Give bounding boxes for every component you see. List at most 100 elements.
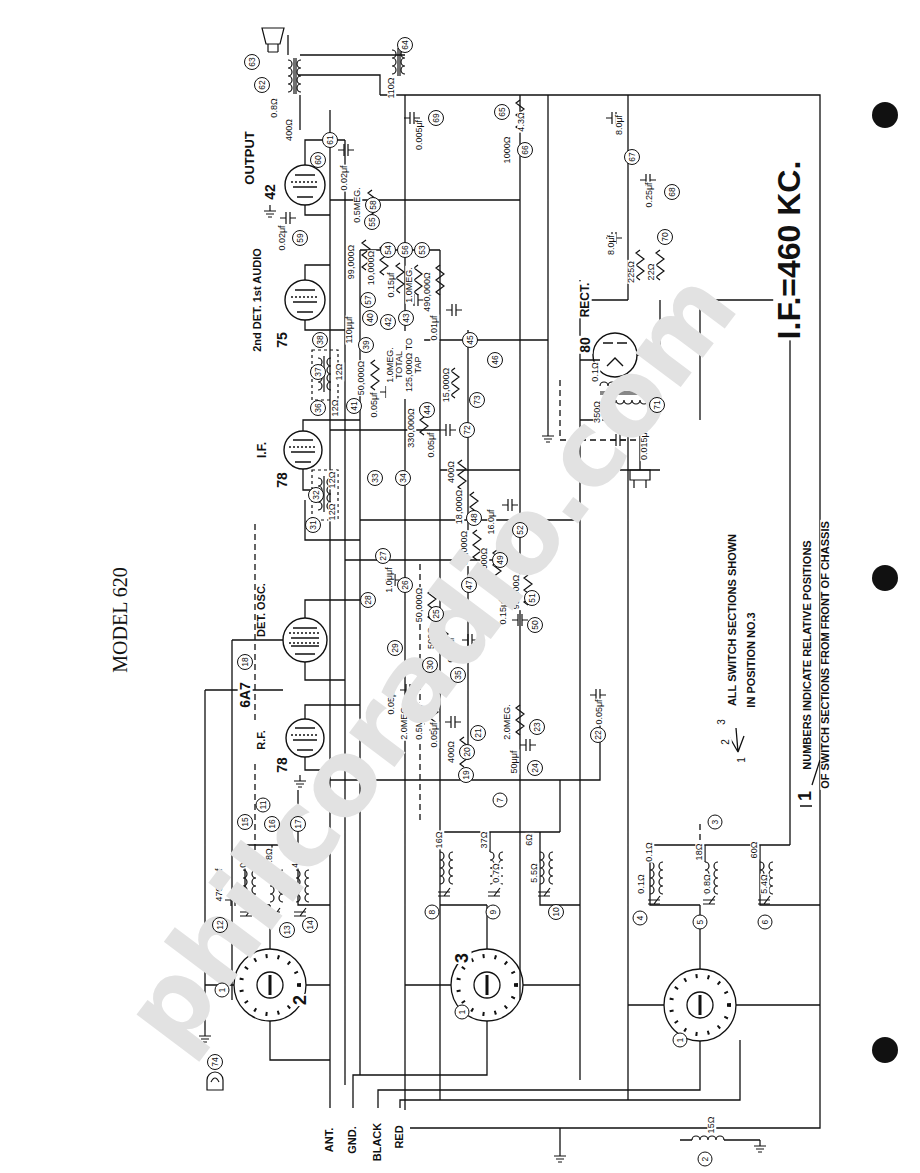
value-label: 0.15μf	[387, 271, 396, 298]
value-label: 16Ω	[435, 831, 444, 850]
callout-text: 13	[283, 925, 292, 934]
callout-number: 25	[428, 606, 444, 622]
callout-text: 18	[241, 657, 250, 666]
callout-number: 43	[398, 310, 414, 326]
value-label: 400Ω	[447, 460, 456, 484]
value-label: 5.4Ω	[760, 873, 769, 894]
callout-number: 41	[346, 398, 362, 414]
callout-text: 31	[309, 520, 318, 529]
callout-text: 74	[211, 1057, 220, 1066]
callout-text: 38	[316, 335, 325, 344]
callout-number: 11	[256, 798, 271, 813]
value-label: 330,000Ω	[407, 407, 416, 448]
value-label: 0.1Ω	[637, 873, 646, 894]
value-label: 1000Ω	[503, 136, 512, 165]
callout-text: 35	[454, 670, 463, 679]
callout-text: 64	[401, 40, 410, 49]
value-label: 110Ω	[387, 76, 396, 99]
callout-number: 61	[322, 132, 338, 148]
callout-number: 51	[524, 590, 540, 606]
callout-text: 32	[312, 490, 321, 499]
callout-number: 32	[308, 487, 324, 503]
section-label: 78	[275, 471, 290, 489]
value-label: 1	[737, 756, 748, 764]
callout-number: 59	[292, 230, 308, 246]
punch-hole	[872, 1037, 898, 1063]
callout-number: 62	[254, 77, 270, 93]
callout-number: 60	[310, 152, 326, 168]
tube-grids	[289, 182, 321, 735]
value-label: 15Ω	[707, 1116, 716, 1135]
callout-text: 24	[531, 763, 540, 772]
value-label: 0.02μf	[278, 224, 287, 251]
callout-number: 9	[486, 905, 501, 920]
callout-text: 27	[379, 551, 388, 560]
callout-number: 1	[673, 1033, 688, 1048]
value-label: 110μμf	[345, 315, 354, 344]
callout-text: 67	[628, 152, 637, 161]
callout-text: 41	[350, 401, 359, 410]
callout-text: 60	[314, 155, 323, 164]
callout-text: 1	[676, 1038, 685, 1043]
callout-number: 37	[310, 364, 326, 380]
callout-number: 6	[758, 915, 773, 930]
callout-number: 56	[397, 242, 413, 258]
value-label: 0.5MEG.	[353, 186, 362, 224]
callout-text: 3	[711, 820, 720, 825]
value-label: 50μμf	[510, 750, 519, 775]
value-label: 12Ω	[328, 471, 337, 490]
callout-number: 57	[360, 292, 376, 308]
value-label: 6Ω	[525, 833, 534, 847]
value-label: 4.3Ω	[517, 111, 526, 132]
section-label: 3	[453, 952, 472, 964]
callout-text: 63	[248, 57, 257, 66]
value-label: 0.8Ω	[703, 873, 712, 894]
callout-text: 48	[470, 513, 479, 522]
callout-text: 36	[314, 403, 323, 412]
value-label: 8.0μf	[615, 114, 624, 136]
callout-number: 5	[693, 915, 708, 930]
section-label: NUMBERS INDICATE RELATIVE POSITIONS	[802, 539, 814, 770]
value-label: 5.5Ω	[530, 862, 539, 883]
section-label: 1	[796, 790, 815, 802]
callout-text: 73	[473, 395, 482, 404]
callout-text: 61	[326, 135, 335, 144]
callout-text: 30	[426, 660, 435, 669]
callout-number: 40	[362, 310, 378, 326]
callout-number: 10	[548, 904, 564, 920]
callout-text: 20	[463, 747, 472, 756]
value-label: 400Ω	[447, 740, 456, 764]
section-label: IN POSITION NO.3	[746, 611, 758, 708]
callout-number: 22	[590, 727, 606, 743]
callout-number: 14	[302, 917, 318, 933]
section-label: RED	[394, 1124, 406, 1149]
value-label: 12Ω	[335, 363, 344, 382]
value-label: 490,000Ω	[423, 271, 432, 312]
callout-text: 25	[432, 609, 441, 618]
callout-text: 65	[498, 107, 507, 116]
callout-number: 24	[527, 760, 543, 776]
callout-number: 42	[380, 314, 396, 330]
value-label: 1.0MEG.	[405, 266, 414, 304]
coil-15	[692, 1136, 724, 1140]
callout-number: 8	[425, 905, 440, 920]
value-label: 225Ω	[627, 260, 636, 284]
value-label: 1.0MEG. TOTAL 125,000Ω TO TAP	[386, 331, 424, 399]
callout-number: 34	[395, 470, 411, 486]
value-label: 2.0MEG.	[503, 703, 512, 741]
callout-number: 26	[397, 577, 413, 593]
callout-number: 23	[529, 719, 545, 735]
callout-text: 22	[594, 730, 603, 739]
callout-number: 2	[698, 1152, 713, 1167]
punch-holes	[872, 102, 898, 1063]
value-label: 1.0μμf	[385, 566, 394, 593]
callout-number: 29	[387, 640, 403, 656]
callout-text: 8	[428, 910, 437, 915]
tube-75	[285, 280, 325, 320]
callout-number: 67	[624, 149, 640, 165]
section-label: ANT.	[324, 1127, 336, 1153]
value-label: 0.25μf	[645, 181, 654, 208]
value-label: 12Ω	[331, 399, 340, 418]
section-label: OUTPUT	[243, 130, 257, 185]
